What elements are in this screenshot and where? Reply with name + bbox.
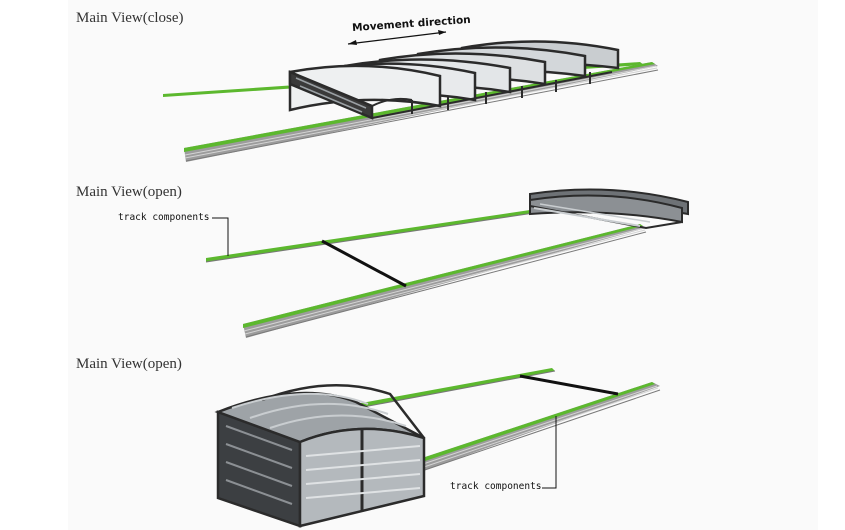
back-track [206,210,534,262]
view-title-closed: Main View(close) [76,10,184,26]
enclosure-open-drawing-2 [68,346,818,530]
front-track [243,224,647,338]
front-track [184,62,659,162]
track-callout-line [542,416,557,489]
view-closed: Main View(close) Movement direction [0,0,845,178]
front-track [410,382,661,475]
enclosure-stacked [529,188,689,230]
enclosure-stacked-near [214,384,426,528]
view-title-open-2: Main View(open) [76,356,182,372]
view-title-open-1: Main View(open) [76,184,182,200]
enclosure-open-drawing-1 [68,178,818,346]
view-open-1: Main View(open) track components [0,178,845,346]
track-components-label-1: track components [118,212,210,223]
track-components-label-2: track components [450,481,542,492]
enclosure-closed-drawing [68,0,818,178]
cross-beam [519,374,619,396]
movement-arrow [347,30,447,45]
track-callout-line [212,217,229,256]
enclosure-closed [288,40,620,120]
cross-beam [321,239,407,288]
back-track [356,368,555,408]
view-open-2: Main View(open) track components [0,346,845,530]
